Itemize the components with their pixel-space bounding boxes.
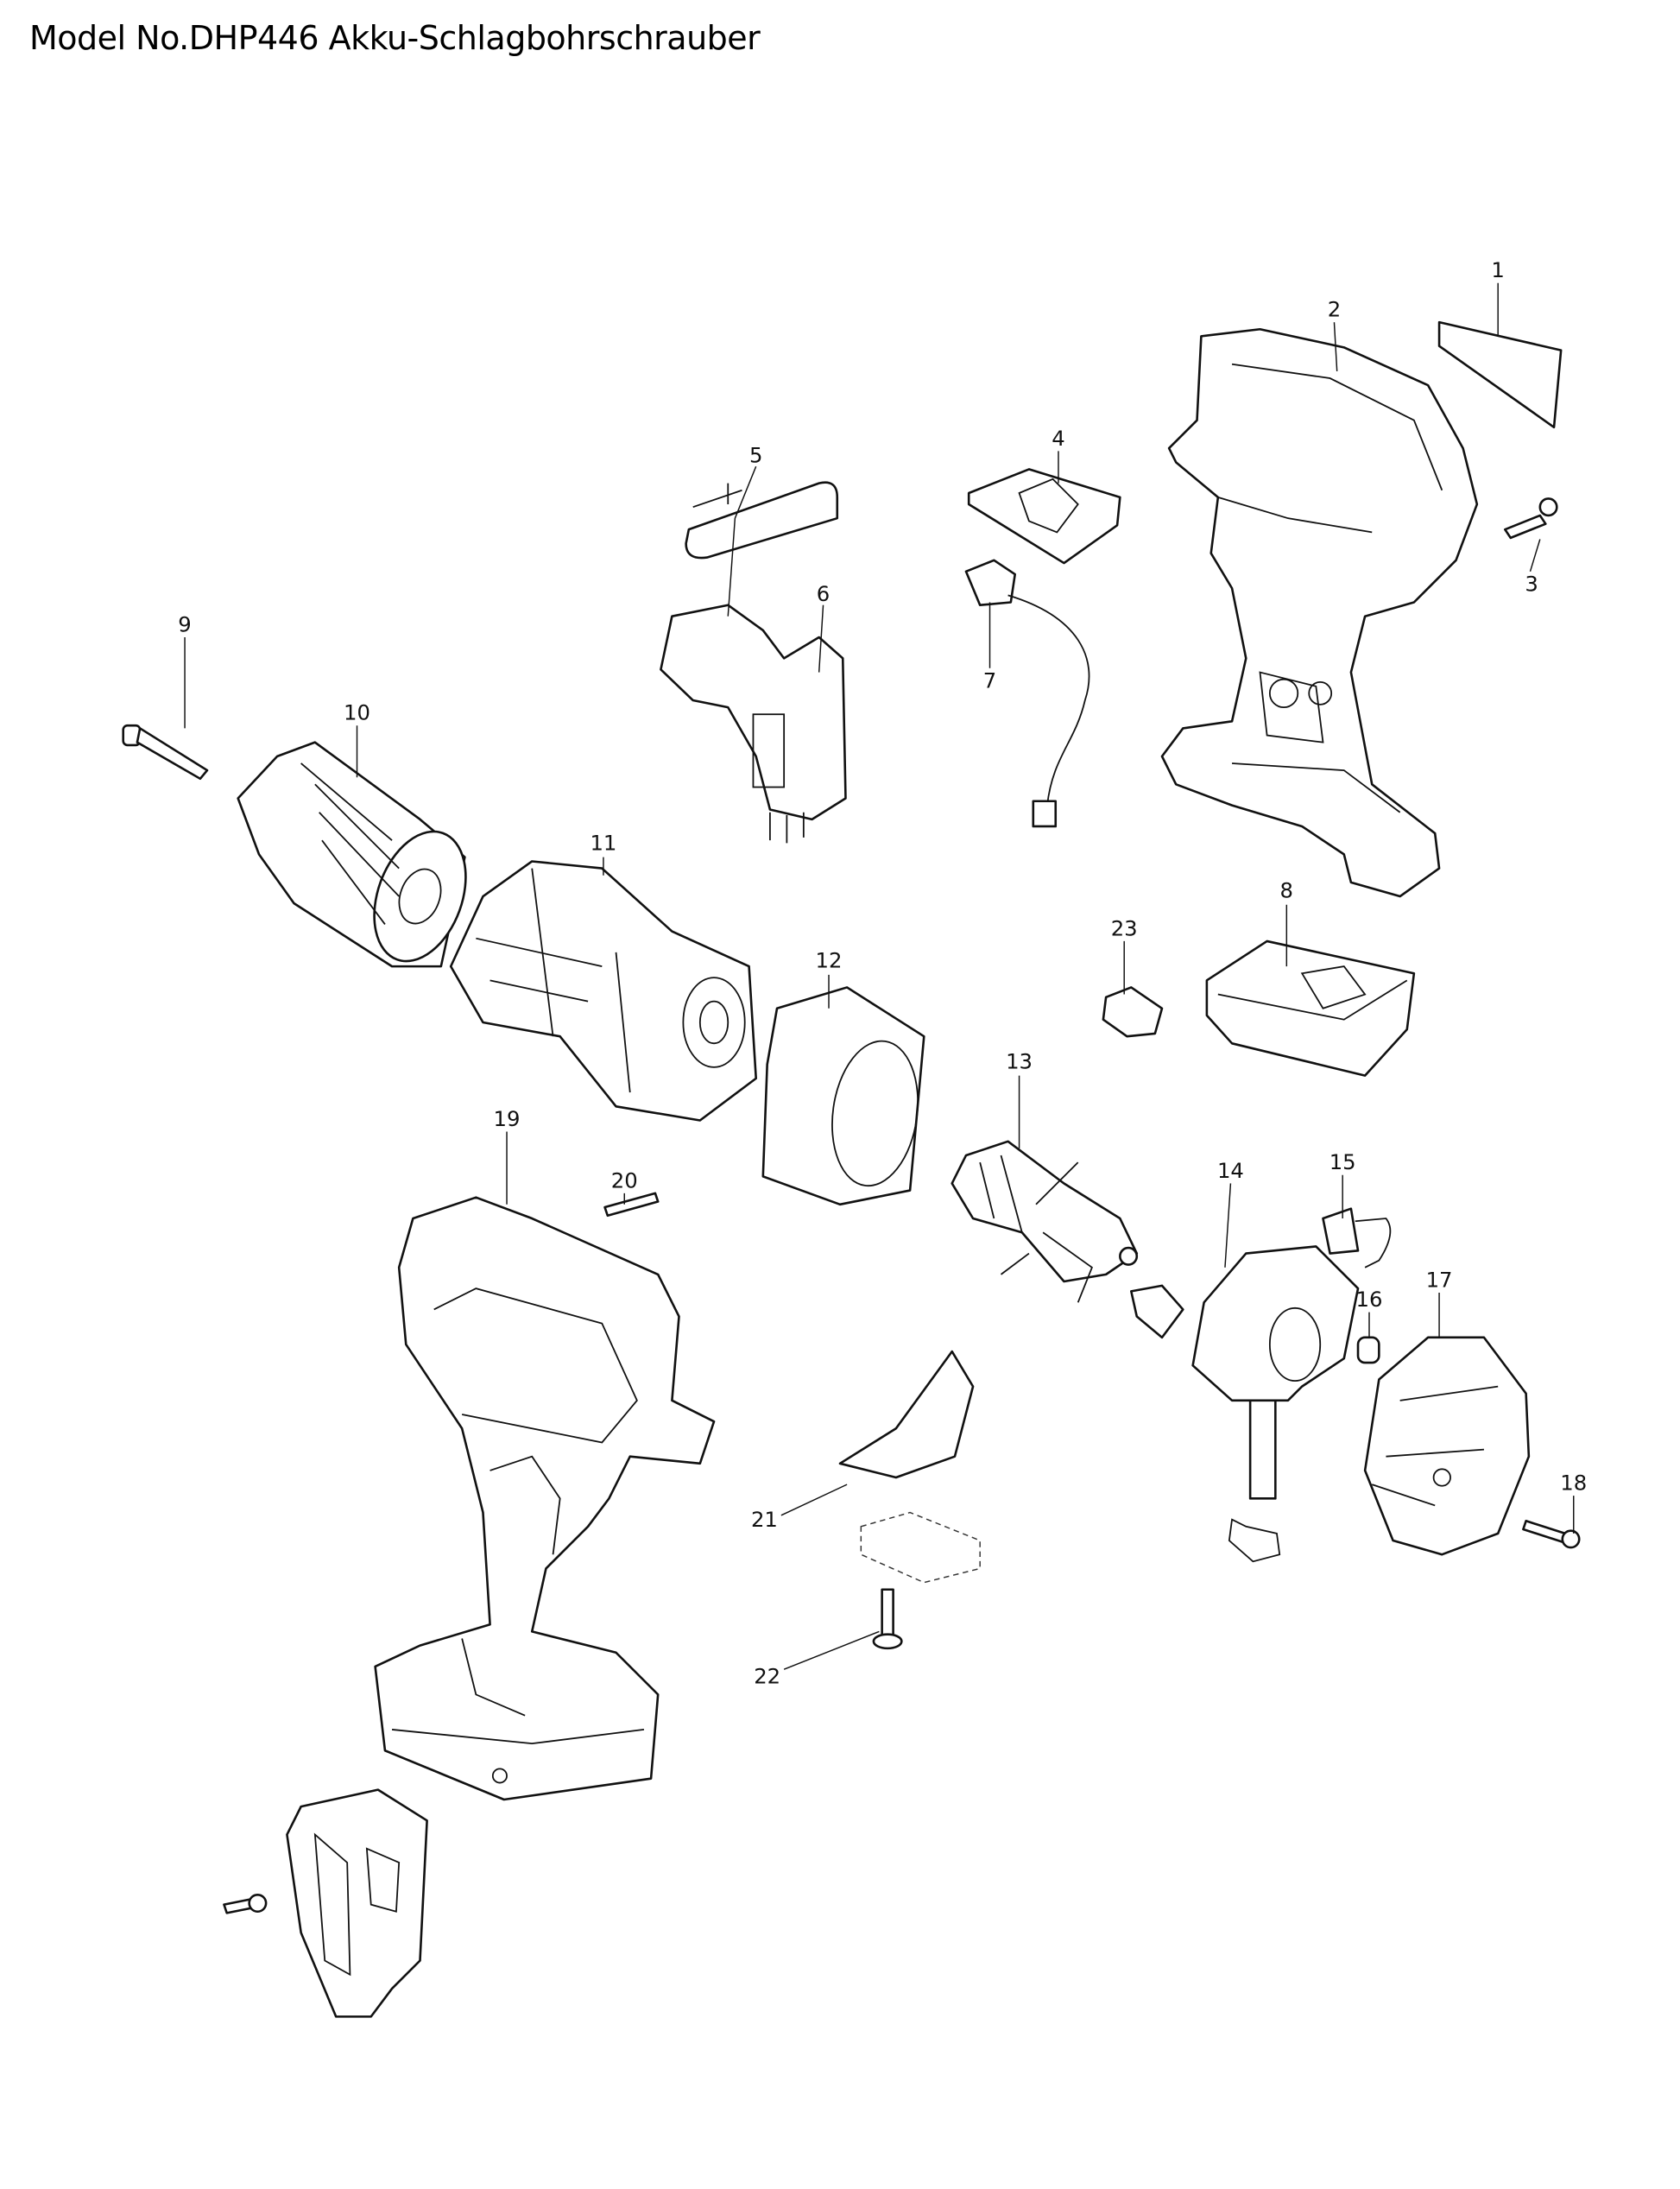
callout-10: 10: [344, 700, 370, 725]
part-3-screw: [1503, 497, 1558, 540]
diagram-title: Model No.DHP446 Akku-Schlagbohrschrauber: [29, 19, 761, 57]
part-1-label-plate: [1437, 320, 1563, 429]
callout-4: 4: [1052, 426, 1064, 451]
callout-15: 15: [1329, 1149, 1356, 1174]
callout-12: 12: [816, 948, 843, 973]
callout-11: 11: [590, 831, 616, 856]
part-4-switch-cover: [967, 468, 1121, 565]
part-23-terminal: [1102, 986, 1164, 1038]
callout-17: 17: [1426, 1267, 1453, 1292]
callout-8: 8: [1280, 878, 1293, 903]
callout-14: 14: [1217, 1158, 1244, 1183]
part-10-drill-chuck: [237, 741, 467, 968]
part-12-magnet-housing: [761, 986, 925, 1206]
part-13-armature: [951, 1140, 1184, 1339]
part-11-gear-assembly: [449, 860, 757, 1122]
callout-13: 13: [1006, 1048, 1033, 1073]
part-19-housing-left: [374, 1196, 716, 1801]
part-17-rear-cover: [1363, 1336, 1531, 1556]
part-2-housing-right: [1160, 327, 1479, 898]
callout-16: 16: [1356, 1287, 1383, 1312]
callout-21: 21: [751, 1507, 778, 1532]
part-21-bit-holder: [838, 1350, 981, 1584]
callout-19: 19: [494, 1106, 521, 1131]
part-16-brush-spring: [1356, 1336, 1380, 1364]
callout-23: 23: [1111, 915, 1138, 940]
part-20-label: [603, 1192, 660, 1218]
belt-clip: [223, 1788, 428, 2018]
part-7-led-wire: [964, 559, 1090, 828]
callout-3: 3: [1525, 572, 1538, 597]
part-14-brush-holder: [1191, 1245, 1360, 1563]
callout-1: 1: [1491, 257, 1504, 282]
callout-7: 7: [983, 667, 996, 693]
leader-lines: [184, 282, 1575, 1670]
callout-5: 5: [749, 442, 762, 467]
part-6-switch: [660, 604, 847, 844]
part-18-screw: [1522, 1520, 1581, 1549]
callout-18: 18: [1560, 1471, 1587, 1496]
callout-9: 9: [178, 612, 191, 637]
part-number-callouts: 1 2 3 4 5 6 7 8 9 10 11 12 13 14 15 16 1…: [178, 257, 1587, 1688]
callout-20: 20: [611, 1167, 638, 1193]
callout-6: 6: [817, 581, 830, 606]
callout-2: 2: [1328, 297, 1341, 322]
part-9-screw: [122, 724, 209, 781]
part-22-screw: [872, 1588, 903, 1650]
part-8-base-plate: [1205, 939, 1416, 1077]
part-5-switch-lever: [685, 481, 839, 560]
callout-22: 22: [754, 1663, 780, 1688]
part-15-brush: [1322, 1207, 1392, 1268]
